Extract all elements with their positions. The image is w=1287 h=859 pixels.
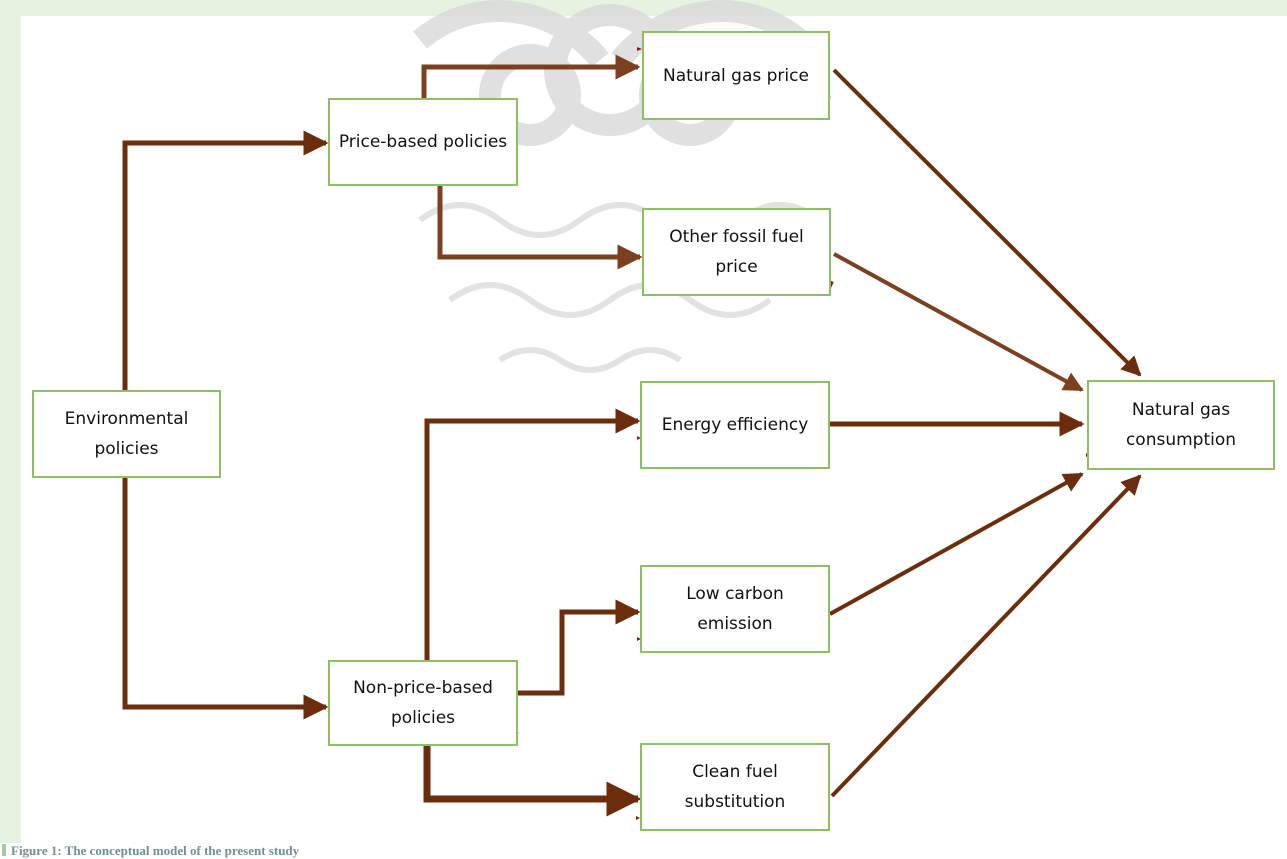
edge-natural-gas-price-to-consumption (832, 68, 1142, 377)
edge-non-price-based-to-energy-efficiency (424, 408, 641, 660)
caption-marker (2, 844, 6, 856)
edge-non-price-based-to-clean-fuel (423, 746, 642, 817)
edge-non-price-based-to-low-carbon (518, 599, 641, 696)
node-clean-fuel-substitution: Clean fuel substitution (640, 743, 830, 831)
caption-text: Figure 1: The conceptual model of the pr… (11, 843, 300, 858)
node-natural-gas-consumption: Natural gas consumption (1087, 380, 1275, 470)
edge-clean-fuel-to-consumption (830, 474, 1142, 798)
node-other-fossil-fuel-price: Other fossil fuel price (642, 208, 831, 296)
edge-price-based-to-natural-gas-price (421, 54, 641, 98)
edge-other-fossil-price-to-consumption (833, 252, 1084, 392)
edge-environmental-to-non-price-based (122, 478, 329, 720)
edge-environmental-to-price-based (122, 130, 329, 390)
node-energy-efficiency: Energy efficiency (640, 381, 830, 469)
edge-low-carbon-to-consumption (829, 472, 1084, 616)
node-price-based-policies: Price-based policies (328, 98, 518, 186)
node-low-carbon-emission: Low carbon emission (640, 565, 830, 653)
node-natural-gas-price: Natural gas price (642, 31, 830, 120)
node-non-price-based-policies: Non-price-based policies (328, 660, 518, 746)
edge-price-based-to-other-fossil-price (437, 186, 643, 270)
figure-caption: Figure 1: The conceptual model of the pr… (0, 843, 1287, 859)
node-environmental-policies: Environmental policies (32, 390, 221, 478)
